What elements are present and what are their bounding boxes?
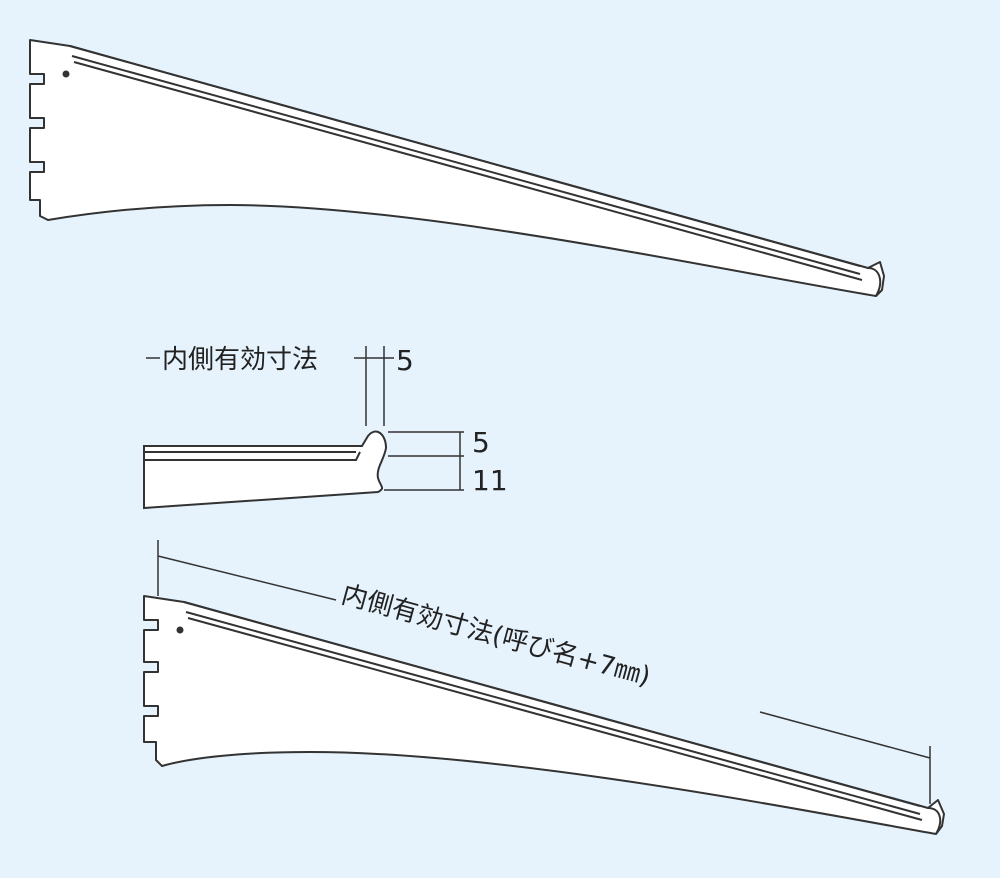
bottom-bracket-hook-curve (927, 807, 942, 835)
top-bracket-rail-inner (73, 61, 863, 281)
top-bracket-hole (62, 70, 70, 78)
detail-dim-hook-height: 5 (472, 426, 490, 459)
detail-dim-top-gap: 5 (396, 344, 414, 377)
bottom-dim-line-left (157, 555, 337, 601)
bottom-dim-line-right (759, 711, 931, 759)
bottom-bracket-hole (176, 626, 184, 634)
detail-dim-total-height: 11 (472, 464, 508, 497)
top-bracket-rail-mid (71, 55, 861, 275)
detail-view (143, 346, 464, 510)
bottom-dimension (157, 540, 931, 804)
top-bracket (29, 39, 885, 297)
detail-label-inner: 内側有効寸法 (162, 345, 318, 375)
top-bracket-rail-outer (69, 45, 861, 267)
bottom-bracket-rail-mid (185, 611, 921, 815)
bottom-bracket (143, 595, 945, 835)
bottom-bracket-rail-outer (183, 601, 921, 807)
bottom-bracket-rail-inner (187, 617, 923, 821)
detail-rail-2 (144, 451, 361, 461)
top-bracket-hook-curve (867, 267, 882, 297)
detail-bracket-body (143, 430, 388, 510)
